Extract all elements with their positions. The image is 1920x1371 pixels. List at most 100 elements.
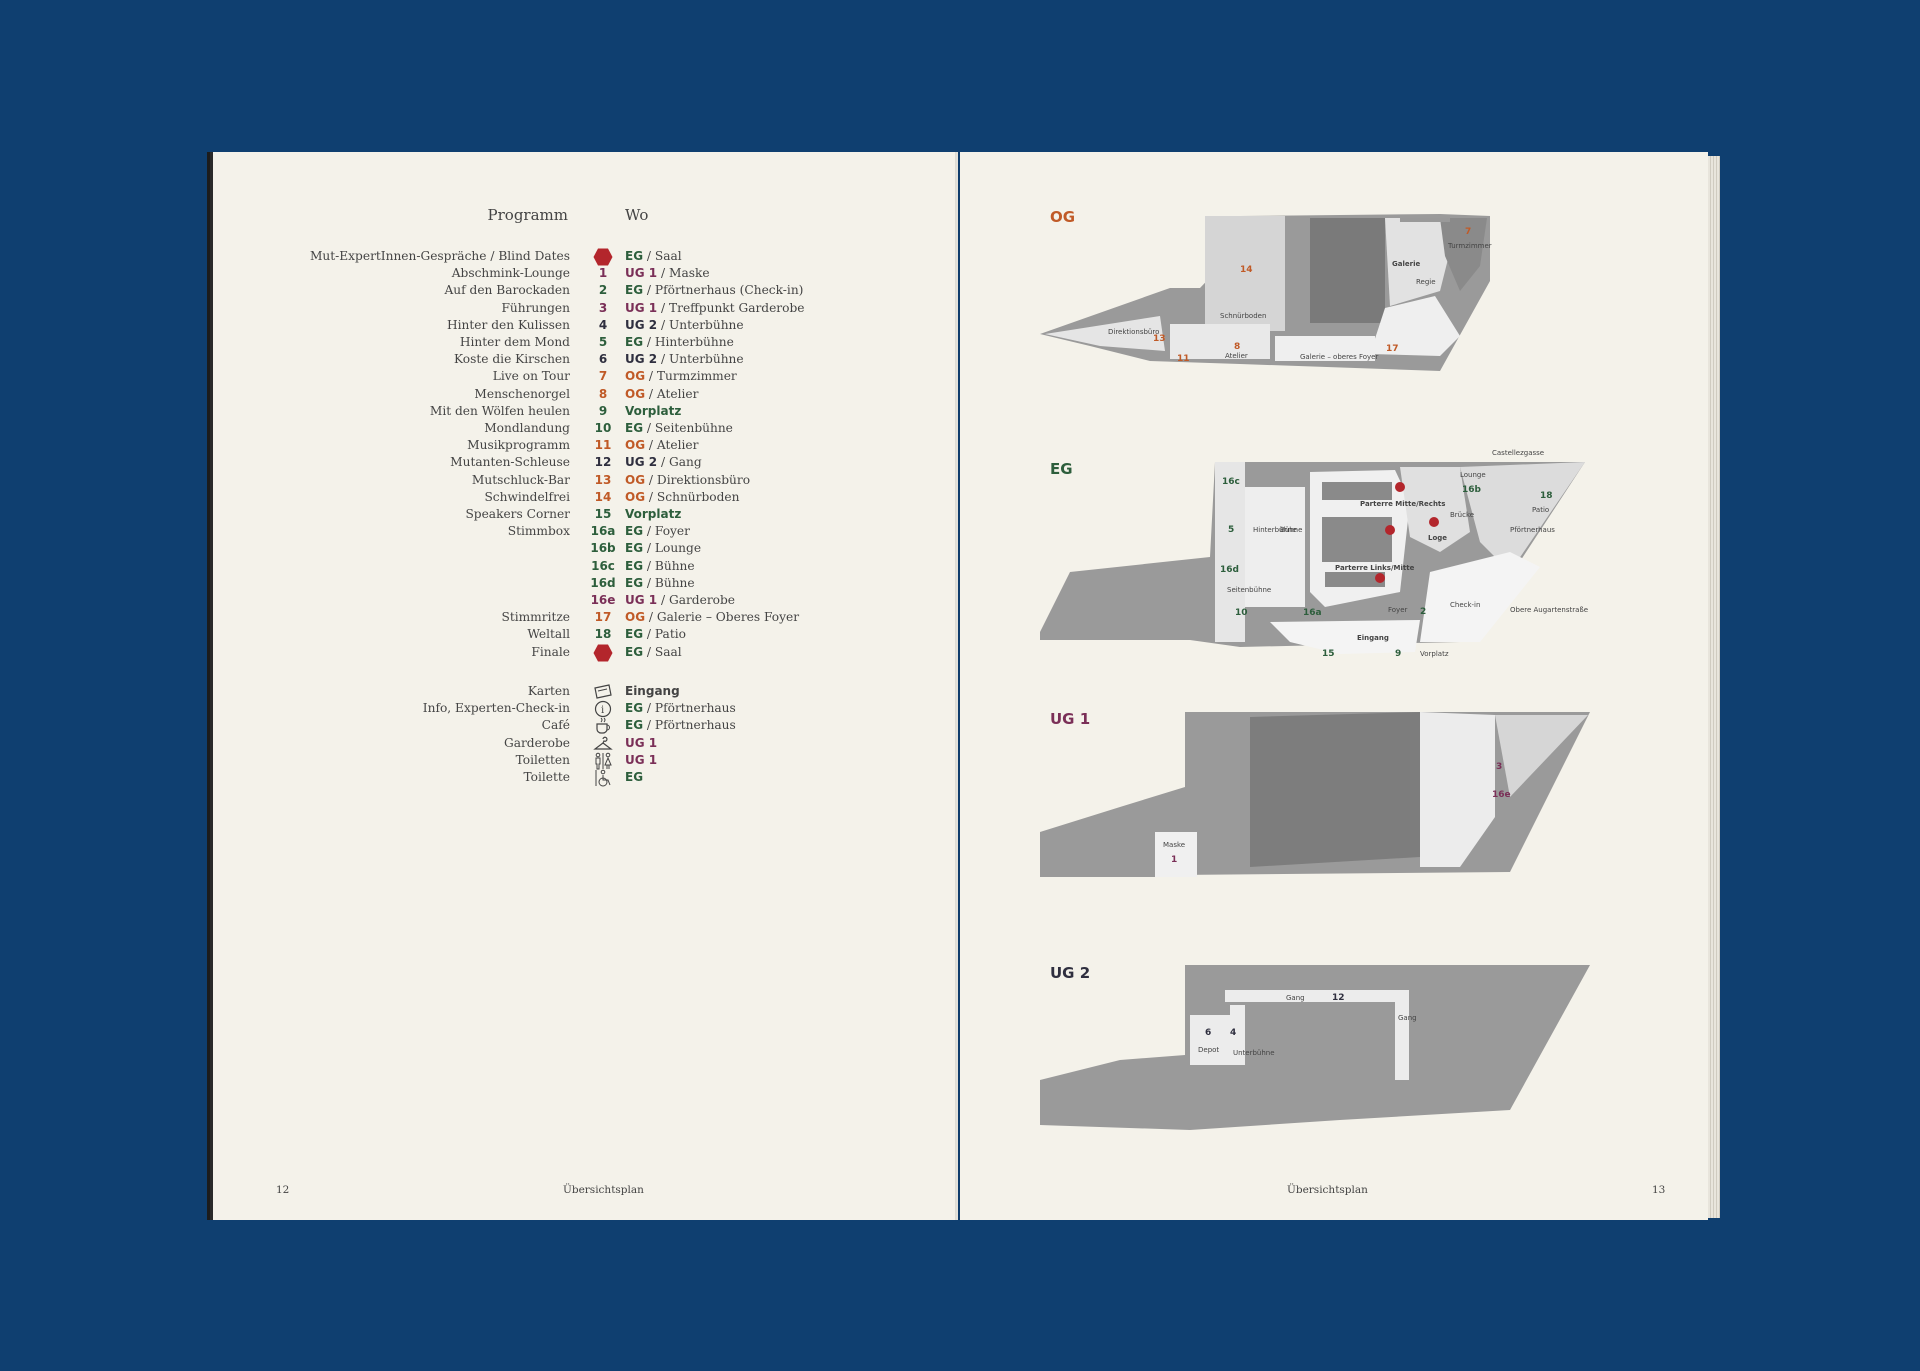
og-room-17: 17 — [1386, 344, 1399, 354]
location-level: UG 1 — [625, 735, 658, 750]
location-place: Patio — [654, 627, 686, 642]
location-level: UG 2 — [625, 455, 658, 470]
location-place: Turmzimmer — [656, 369, 737, 384]
separator: / — [643, 524, 655, 539]
program-number: 16c — [591, 558, 615, 573]
eg-room-16a: 16a — [1303, 608, 1322, 618]
location-level: EG — [625, 421, 644, 435]
separator: / — [645, 369, 657, 384]
location: OG / Galerie – Oberes Foyer — [625, 610, 799, 624]
program-name: Führungen — [501, 300, 570, 315]
location: EG / Pförtnerhaus (Check-in) — [625, 283, 803, 297]
location-place: Pförtnerhaus — [654, 701, 736, 716]
separator: / — [657, 352, 669, 367]
location: OG / Direktionsbüro — [625, 473, 750, 487]
ug2-room-12: 12 — [1332, 993, 1345, 1003]
location-place: Bühne — [654, 558, 695, 573]
program-number: 15 — [594, 507, 612, 521]
program-name: Mondlandung — [484, 421, 570, 435]
program-number: 3 — [598, 300, 608, 315]
ug1-label-maske: Maske — [1163, 841, 1185, 849]
location: OG / Atelier — [625, 438, 698, 452]
restroom-icon — [592, 751, 614, 771]
location: UG 1 — [625, 736, 657, 750]
ug2-label-gang: Gang — [1286, 994, 1305, 1002]
program-name: Stimmritze — [501, 610, 570, 625]
program-number: 16b — [590, 541, 616, 556]
separator: / — [657, 455, 669, 470]
location-place: Treffpunkt Garderobe — [668, 300, 805, 315]
og-label-galerie-foyer: Galerie – oberes Foyer — [1300, 353, 1378, 361]
program-number: 6 — [598, 352, 608, 367]
location-level: EG — [625, 770, 644, 784]
og-label-turmzimmer: Turmzimmer — [1447, 242, 1492, 250]
ug2-room-6: 6 — [1205, 1028, 1211, 1038]
eg-label-pfortnerhaus: Pförtnerhaus — [1510, 526, 1555, 534]
location-level: UG 2 — [625, 317, 658, 332]
program-name: Abschmink-Lounge — [451, 266, 570, 281]
eg-label-lounge: Lounge — [1460, 471, 1486, 479]
eg-room-2: 2 — [1420, 607, 1426, 617]
location-level: EG — [625, 283, 644, 298]
left-page: Programm Wo Mut-ExpertInnen-Gespräche / … — [213, 152, 958, 1220]
location-level: UG 1 — [625, 300, 658, 315]
eg-room-15: 15 — [1322, 649, 1335, 659]
location: UG 2 / Unterbühne — [625, 318, 744, 332]
coat-hanger-icon — [592, 734, 614, 754]
location: Vorplatz — [625, 404, 681, 418]
separator: / — [643, 335, 655, 349]
program-name: Weltall — [527, 627, 570, 642]
separator: / — [643, 575, 655, 590]
program-number: 14 — [594, 489, 612, 504]
location-level: OG — [625, 489, 646, 504]
right-page: OG 14 13 11 8 17 7 — [960, 152, 1708, 1220]
program-name: Koste die Kirschen — [454, 352, 570, 367]
program-name: Café — [541, 718, 570, 733]
location-place: Gang — [668, 455, 702, 470]
eg-room-16c: 16c — [1222, 477, 1240, 487]
location-level: Vorplatz — [625, 403, 682, 418]
location: OG / Turmzimmer — [625, 369, 737, 383]
location-place: Schnürboden — [656, 489, 740, 504]
program-number: 8 — [598, 386, 608, 401]
ug1-room-1: 1 — [1171, 855, 1177, 865]
running-title-left: Übersichtsplan — [563, 1184, 644, 1196]
ug2-room-4: 4 — [1230, 1028, 1236, 1038]
location: UG 2 / Unterbühne — [625, 352, 744, 366]
location-place: Maske — [668, 266, 710, 281]
program-number: 4 — [598, 317, 608, 332]
location: EG / Pförtnerhaus — [625, 701, 736, 715]
separator: / — [645, 438, 657, 453]
program-number: 10 — [594, 421, 612, 435]
separator: / — [643, 249, 655, 263]
ug1-room-3: 3 — [1496, 762, 1502, 772]
location-level: EG — [625, 524, 644, 539]
program-name: Speakers Corner — [465, 507, 570, 521]
program-name: Mit den Wölfen heulen — [429, 403, 570, 418]
location-place: Atelier — [656, 438, 699, 453]
eg-room-10: 10 — [1235, 608, 1248, 618]
location: EG / Patio — [625, 627, 686, 641]
program-name: Live on Tour — [492, 369, 570, 384]
og-label-direktionsburo: Direktionsbüro — [1108, 328, 1159, 336]
coffee-cup-icon — [592, 716, 614, 736]
location-level: UG 2 — [625, 352, 658, 367]
og-labels: 14 13 11 8 17 7 Galerie Turmzimmer Regie… — [1108, 227, 1492, 364]
program-number: 5 — [598, 335, 608, 349]
eg-label-brucke: Brücke — [1450, 511, 1474, 519]
separator: / — [643, 421, 655, 435]
separator: / — [643, 644, 655, 659]
og-label-regie: Regie — [1416, 278, 1436, 286]
location-place: Saal — [654, 249, 682, 263]
